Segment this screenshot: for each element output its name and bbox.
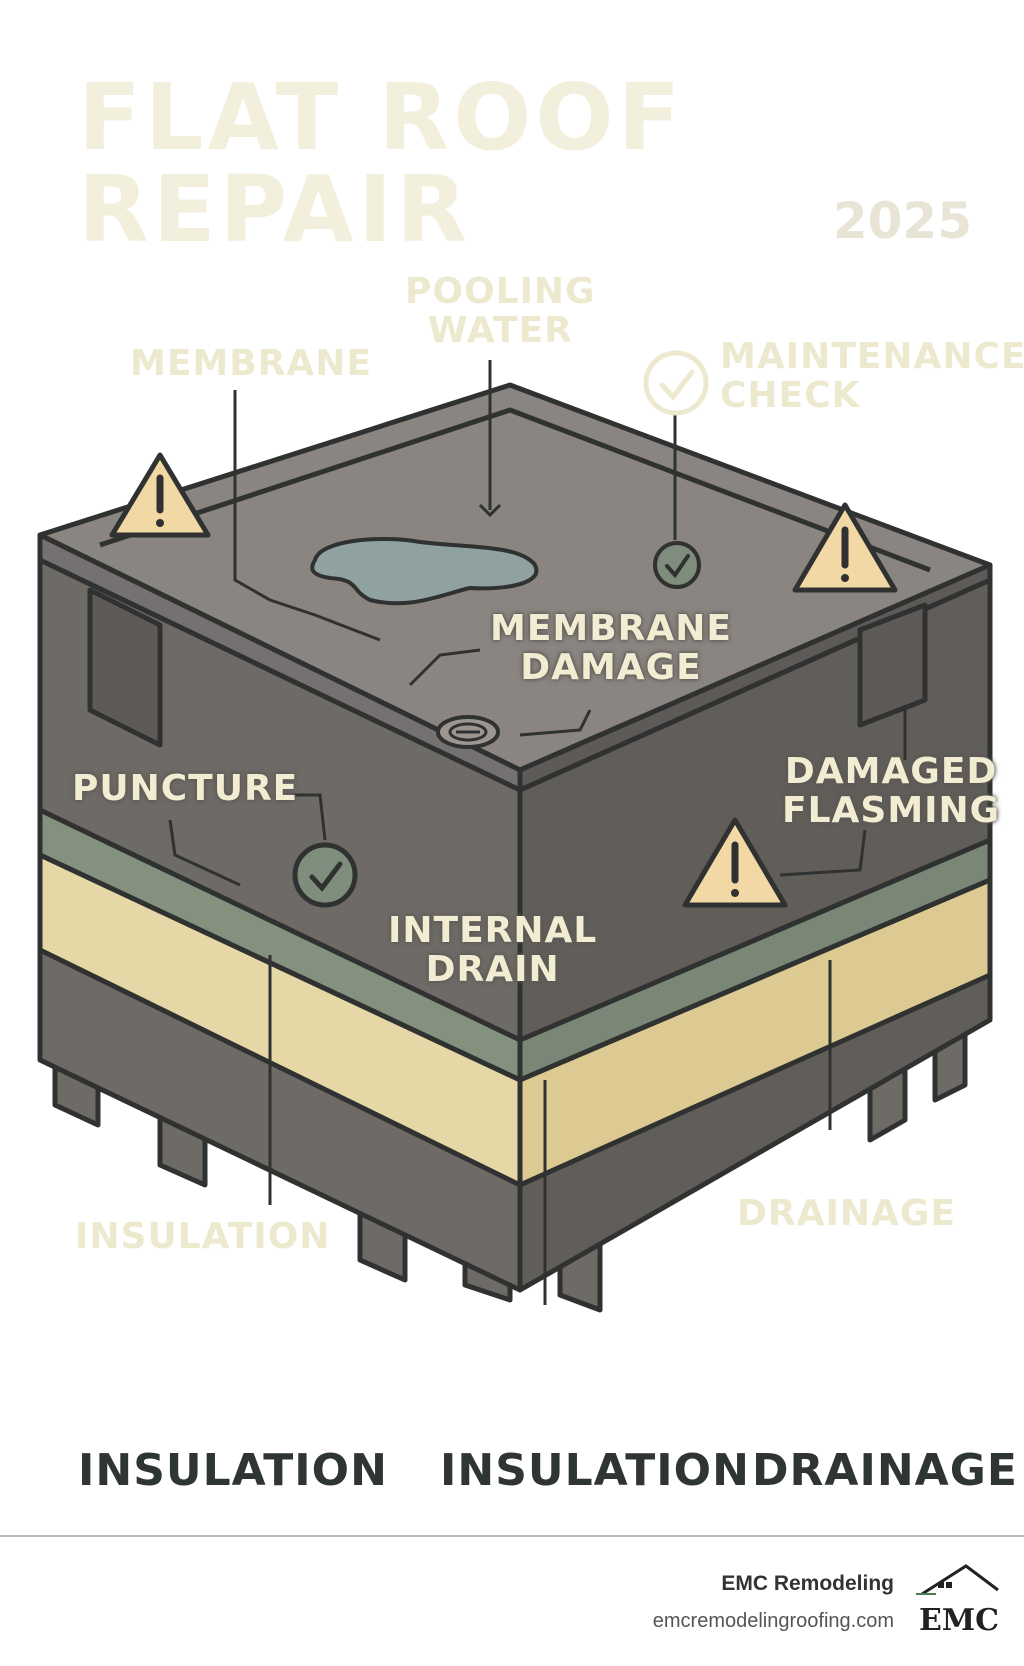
callout-drainage: DRAINAGE — [737, 1193, 956, 1234]
company-logo: EMC — [916, 1560, 1002, 1640]
footer-divider — [0, 1535, 1024, 1537]
callout-membrane-damage: MEMBRANE DAMAGE — [490, 608, 732, 688]
company-name: EMC Remodeling — [721, 1572, 894, 1595]
callout-membrane: MEMBRANE — [130, 343, 372, 384]
parapet-inner-edge — [99, 407, 931, 573]
callout-leaders — [168, 360, 907, 1305]
callout-puncture: PUNCTURE — [72, 768, 299, 809]
check-circle-icon — [643, 350, 709, 416]
page-title: FLAT ROOF REPAIR — [78, 64, 685, 263]
pooling-water — [310, 537, 539, 606]
house-roof-icon — [916, 1564, 999, 1596]
bottom-label-insulation-1: INSULATION — [78, 1445, 388, 1496]
parapet-right — [517, 562, 993, 793]
callout-damaged-flashing: DAMAGED FLASMING — [782, 751, 1001, 831]
roof-drain-icon — [436, 715, 500, 749]
check-circle-icon — [653, 541, 701, 589]
logo-text: EMC — [919, 1603, 999, 1638]
callout-insulation: INSULATION — [75, 1216, 331, 1257]
warning-icon — [682, 817, 788, 908]
warning-icon — [109, 452, 211, 538]
parapet-corner-right — [857, 602, 928, 728]
company-url[interactable]: emcremodelingroofing.com — [652, 1610, 894, 1632]
bottom-label-drainage: DRAINAGE — [752, 1445, 1018, 1496]
parapet-corner-left — [87, 587, 163, 748]
bottom-label-insulation-2: INSULATION — [440, 1445, 750, 1496]
callout-maintenance-check: MAINTENANCE CHECK — [720, 336, 1024, 416]
year-label: 2025 — [832, 192, 972, 250]
warning-icon — [792, 502, 898, 593]
callout-internal-drain: INTERNAL DRAIN — [388, 910, 598, 990]
insulation-layer-right — [517, 877, 993, 1188]
check-circle-icon — [292, 842, 358, 908]
callout-pooling-water: POOLING WATER — [405, 271, 596, 351]
